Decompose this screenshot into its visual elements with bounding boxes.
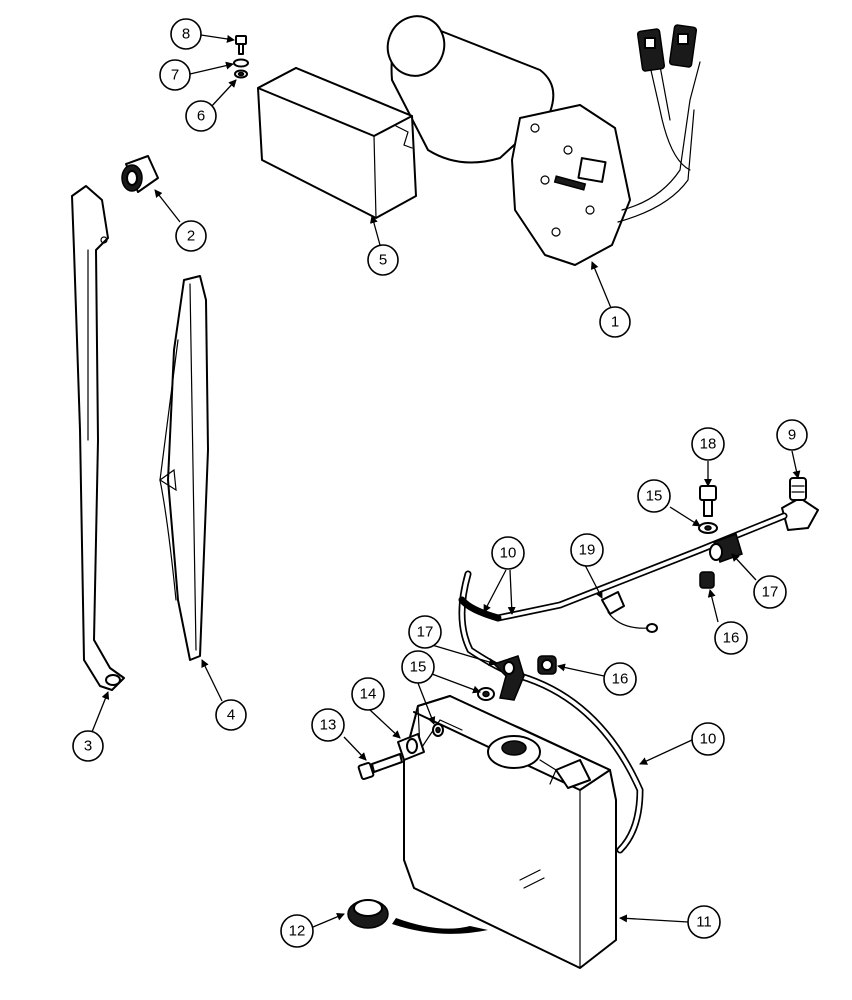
callout-12: 12 [280, 914, 314, 948]
callout-15-upper-label: 15 [646, 488, 663, 505]
callout-18: 18 [691, 427, 725, 461]
callout-19: 19 [570, 533, 604, 567]
callout-10-upper: 10 [491, 536, 525, 570]
reservoir-grommet [347, 899, 488, 934]
callout-6: 6 [185, 100, 217, 132]
callout-15-lower-label: 15 [410, 659, 427, 676]
callout-6-label: 6 [197, 108, 205, 125]
callout-16-upper: 16 [714, 621, 748, 655]
callout-18-label: 18 [700, 436, 717, 453]
callout-9: 9 [776, 419, 808, 451]
cover-fasteners [233, 35, 249, 79]
callout-10-lower-label: 10 [700, 731, 717, 748]
callout-17-upper: 17 [753, 575, 787, 609]
callout-10-upper-label: 10 [500, 545, 517, 562]
callout-15-upper: 15 [637, 479, 671, 513]
leader-lines [91, 34, 801, 928]
callout-1: 1 [599, 306, 631, 338]
callout-12-label: 12 [289, 923, 306, 940]
callout-16-upper-label: 16 [723, 630, 740, 647]
callout-5: 5 [367, 244, 399, 276]
lower-clamp-set [477, 655, 557, 701]
wiper-blade [158, 275, 209, 661]
washer-reservoir [403, 695, 617, 969]
callout-17-upper-label: 17 [762, 584, 779, 601]
upper-clamp-set [698, 485, 743, 589]
callout-13-label: 13 [320, 717, 337, 734]
wiper-motor [386, 15, 701, 266]
callout-9-label: 9 [788, 427, 796, 444]
callout-11: 11 [687, 905, 721, 939]
callout-4-label: 4 [227, 707, 235, 724]
callout-7: 7 [159, 59, 191, 91]
callout-17-lower-label: 17 [417, 624, 434, 641]
callout-5-label: 5 [379, 252, 387, 269]
callout-16-lower-label: 16 [612, 671, 629, 688]
hose-tee [601, 591, 658, 633]
callout-13: 13 [311, 708, 345, 742]
callout-19-label: 19 [579, 542, 596, 559]
callout-4: 4 [215, 699, 247, 731]
callout-8-label: 8 [182, 26, 190, 43]
callout-14: 14 [351, 677, 385, 711]
motor-cover [257, 67, 417, 219]
callout-7-label: 7 [171, 67, 179, 84]
callout-15-lower: 15 [401, 650, 435, 684]
callout-2-label: 2 [187, 228, 195, 245]
elbow-nozzle [781, 477, 819, 531]
callout-16-lower: 16 [603, 662, 637, 696]
callout-3: 3 [72, 730, 104, 762]
wiper-arm-nut-cap [121, 155, 159, 193]
callout-2: 2 [175, 220, 207, 252]
washer-hoses [458, 512, 788, 854]
callout-3-label: 3 [84, 738, 92, 755]
reservoir-mount-fasteners [357, 723, 444, 780]
callout-11-label: 11 [696, 914, 712, 931]
callout-17-lower: 17 [408, 615, 442, 649]
callout-10-lower: 10 [691, 722, 725, 756]
callout-8: 8 [170, 18, 202, 50]
callout-1-label: 1 [611, 314, 619, 331]
callout-14-label: 14 [360, 686, 377, 703]
wiper-arm [71, 185, 125, 691]
